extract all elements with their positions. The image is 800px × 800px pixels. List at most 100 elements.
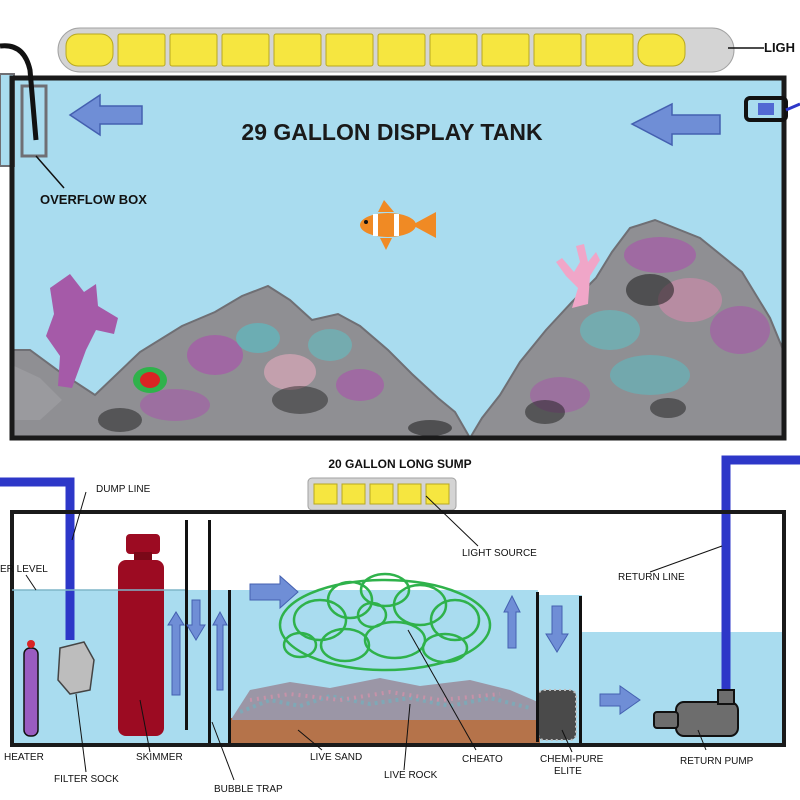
filter-sock-leader (75, 693, 87, 773)
filter-sock-label: FILTER SOCK (54, 774, 119, 785)
return-pump-body (675, 701, 739, 737)
chemi-pure-label-line2: ELITE (554, 766, 582, 777)
chaeto-loop (356, 601, 388, 629)
rubble-texture (239, 693, 531, 714)
chaeto-loop (359, 572, 411, 608)
overflow-box-label: OVERFLOW BOX (40, 192, 147, 207)
return-outlet-pipe (785, 102, 800, 112)
flow-arrow-icon (249, 574, 299, 610)
purple-coral (46, 274, 118, 388)
dump-line-pipe (0, 477, 75, 640)
return-outlet-nozzle (758, 103, 774, 115)
live-sand-bed (230, 718, 540, 745)
skimmer-body (118, 560, 164, 736)
chemi-pure-leader (561, 729, 573, 753)
light-cells (65, 33, 686, 67)
skimmer-leader (139, 699, 151, 753)
light-source-label: LIGHT SOURCE (462, 548, 537, 559)
coralline-patch (308, 329, 352, 361)
heater-body (23, 647, 39, 737)
coralline-patch (236, 323, 280, 353)
flow-arrow-icon (68, 93, 143, 137)
skimmer-neck (134, 552, 152, 562)
heater-label: HEATER (4, 752, 44, 763)
return-pump-leader (697, 729, 707, 751)
live-sand-leader (297, 729, 323, 751)
return-line-pipe (721, 455, 800, 700)
light-source-leader (425, 495, 479, 547)
baffle-3 (228, 590, 231, 745)
flow-arrow-icon (167, 611, 185, 696)
clownfish-eye (364, 220, 368, 224)
sump-light-cell (397, 483, 422, 505)
sump-light-cell (425, 483, 450, 505)
chaeto-loop (421, 632, 469, 664)
flow-arrow-icon (599, 685, 641, 715)
light-cell (117, 33, 166, 67)
baffle-5 (579, 596, 582, 745)
flow-arrow-icon (503, 594, 521, 649)
display-light: LIGH (57, 27, 795, 73)
dark-rock-patch (98, 408, 142, 432)
filter-sock (57, 641, 95, 695)
pink-coral (556, 244, 600, 308)
dark-rock-patch (525, 400, 565, 424)
light-cell (533, 33, 582, 67)
water-level-leader (25, 574, 37, 591)
overflow-box (20, 84, 48, 158)
clownfish-fin (380, 238, 392, 250)
clownfish-fin (378, 200, 394, 212)
light-cell (585, 33, 634, 67)
coralline-patch (336, 369, 384, 401)
sump-light-cell (341, 483, 366, 505)
chemi-pure-bag (538, 690, 576, 740)
dark-rock-patch (626, 274, 674, 306)
skimmer-label: SKIMMER (136, 752, 183, 763)
coralline-patch (710, 306, 770, 354)
sump-light-cell (369, 483, 394, 505)
bubble-trap-label: BUBBLE TRAP (214, 784, 283, 795)
light-cell (65, 33, 114, 67)
overflow-leader-line (35, 155, 65, 189)
flow-arrow-icon (630, 102, 721, 147)
return-line-leader (649, 545, 723, 573)
live-sand-label: LIVE SAND (310, 752, 362, 763)
skimmer-icon (118, 534, 164, 736)
pink-coral-branches (556, 244, 600, 308)
dump-line-leader (71, 491, 87, 541)
baffle-2 (208, 520, 211, 745)
chemi-pure-label-line1: CHEMI-PURE (540, 754, 604, 765)
coralline-patch (264, 354, 316, 390)
return-pump-icon (653, 689, 739, 737)
coralline-patch (140, 389, 210, 421)
flow-arrow-icon (545, 605, 569, 653)
chaeto-loop (363, 620, 427, 660)
live-rock-leader (403, 703, 411, 771)
heater-cap (27, 640, 35, 648)
sump-title: 20 GALLON LONG SUMP (328, 457, 471, 471)
live-rock-label: LIVE ROCK (384, 770, 438, 781)
bubble-trap-leader (211, 721, 235, 781)
clownfish-stripe (394, 214, 399, 236)
chaeto-outline (278, 578, 492, 672)
sump-light-cell (313, 483, 338, 505)
return-line-label: RETURN LINE (618, 572, 685, 583)
coralline-patch (580, 310, 640, 350)
flow-arrow-icon (186, 599, 206, 641)
return-pump-intake (653, 711, 679, 729)
clownfish-icon (360, 200, 436, 250)
sump-labels: DUMP LINE ER LEVEL LIGHT SOURCE RETURN L… (0, 484, 754, 795)
coralline-patch (658, 278, 722, 322)
dark-rock-patch (408, 420, 452, 436)
display-tank: 29 GALLON DISPLAY TANK OVERFLOW BOX (0, 43, 800, 441)
light-cell (481, 33, 530, 67)
corner-rock (12, 365, 62, 420)
chaeto-loop (282, 631, 318, 659)
flow-arrow-icon (212, 610, 228, 691)
light-label: LIGH (764, 40, 795, 55)
light-cell (377, 33, 426, 67)
coralline-patch (624, 237, 696, 273)
light-cell (637, 33, 686, 67)
dark-rock-patch (650, 398, 686, 418)
light-cell (169, 33, 218, 67)
